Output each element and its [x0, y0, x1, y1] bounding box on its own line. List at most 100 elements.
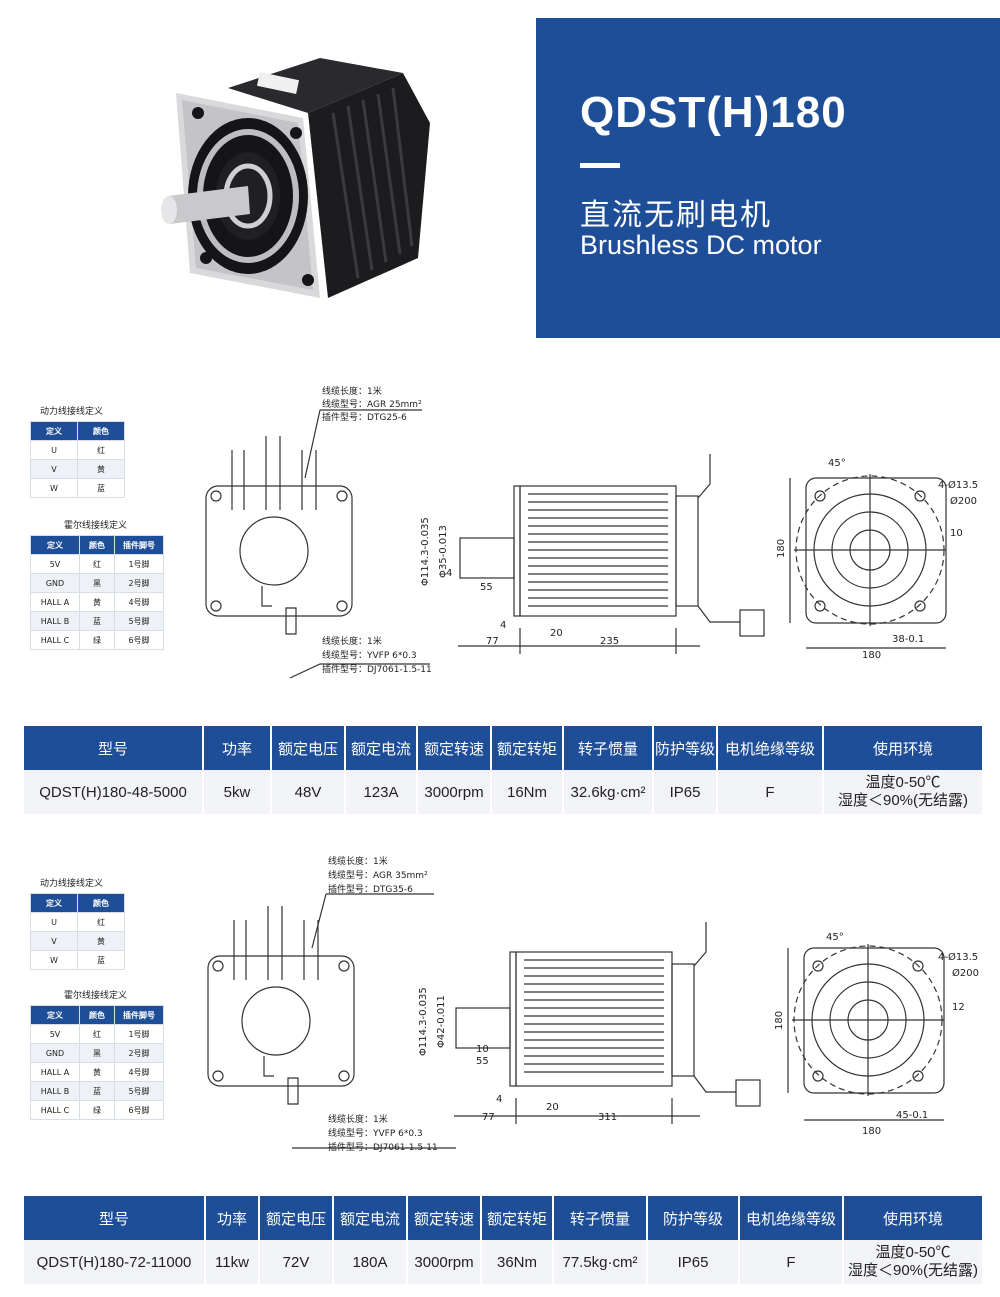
- spec-speed: 3000rpm: [406, 1240, 481, 1284]
- title-chinese: 直流无刷电机: [580, 198, 772, 233]
- hall-wiring-title: 霍尔线接线定义: [64, 991, 128, 1001]
- table-cell: 2号脚: [114, 573, 164, 593]
- cable-bottom-connector: 插件型号：DJ7061-1.5-11: [322, 663, 432, 675]
- dim-width: 180: [862, 650, 881, 661]
- th-environment: 使用环境: [822, 726, 982, 770]
- th-current: 额定电流: [332, 1196, 407, 1240]
- dim-key-height: 38-0.1: [892, 634, 924, 645]
- table-cell: 6号脚: [114, 630, 164, 650]
- spec-inertia: 32.6kg·cm²: [562, 770, 653, 814]
- table-cell: V: [30, 459, 78, 479]
- th-ip: 防护等级: [652, 726, 717, 770]
- th-pin: 插件脚号: [114, 1005, 164, 1025]
- cable-bottom-connector: 插件型号：DJ7061-1.5-11: [328, 1141, 438, 1153]
- dim-77: 77: [486, 636, 499, 647]
- table-cell: W: [30, 950, 78, 970]
- dim-flange: 4: [496, 1094, 502, 1105]
- dim-body-len: 311: [598, 1112, 617, 1123]
- dim-shaft-len: 55: [480, 582, 493, 593]
- env-temperature: 温度0-50℃: [865, 774, 941, 791]
- spec-insulation: F: [738, 1240, 843, 1284]
- cable-top-connector: 插件型号：DTG35-6: [328, 883, 413, 895]
- model-title: QDST(H)180: [580, 88, 847, 137]
- spec-voltage: 72V: [258, 1240, 333, 1284]
- table-cell: 绿: [79, 1100, 115, 1120]
- cable-bottom-type: 线缆型号：YVFP 6*0.3: [328, 1127, 423, 1139]
- dim-20: 20: [546, 1102, 559, 1113]
- table-cell: 6号脚: [114, 1100, 164, 1120]
- dim-key: 10: [476, 1044, 489, 1055]
- dim-angle: 45°: [826, 932, 844, 943]
- spec-inertia: 77.5kg·cm²: [552, 1240, 647, 1284]
- th-color: 颜色: [77, 893, 125, 913]
- table-cell: HALL B: [30, 1081, 80, 1101]
- spec-table-2: 型号 功率 额定电压 额定电流 额定转速 额定转矩 转子惯量 防护等级 电机绝缘…: [24, 1196, 982, 1284]
- dim-pcd: Ø200: [952, 967, 979, 979]
- title-english: Brushless DC motor: [580, 230, 822, 260]
- th-speed: 额定转速: [416, 726, 491, 770]
- th-power: 功率: [202, 726, 271, 770]
- drawing-svg-1: 线缆长度：1米 线缆型号：AGR 25mm² 插件型号：DTG25-6 线缆长度…: [205, 385, 978, 679]
- th-definition: 定义: [30, 535, 80, 555]
- table-cell: 蓝: [77, 478, 125, 498]
- table-cell: 绿: [79, 630, 115, 650]
- th-environment: 使用环境: [842, 1196, 982, 1240]
- env-humidity: 湿度＜90%(无结露): [847, 1262, 978, 1279]
- th-torque: 额定转矩: [480, 1196, 553, 1240]
- spec-power: 11kw: [204, 1240, 259, 1284]
- cable-bottom-length: 线缆长度：1米: [328, 1113, 388, 1125]
- dim-key-width: 12: [952, 1002, 965, 1013]
- spec-table-1: 型号 功率 额定电压 额定电流 额定转速 额定转矩 转子惯量 防护等级 电机绝缘…: [24, 726, 982, 814]
- dim-key-width: 10: [950, 528, 963, 539]
- table-cell: 黄: [77, 931, 125, 951]
- dim-shaft: Φ35-0.013: [438, 525, 449, 578]
- th-current: 额定电流: [344, 726, 417, 770]
- spec-model: QDST(H)180-48-5000: [24, 770, 203, 814]
- spec-insulation: F: [716, 770, 823, 814]
- technical-drawing-1: 线缆长度：1米 线缆型号：AGR 25mm² 插件型号：DTG25-6 线缆长度…: [0, 378, 1000, 698]
- product-photo: [58, 18, 528, 338]
- th-speed: 额定转速: [406, 1196, 481, 1240]
- spec-torque: 16Nm: [490, 770, 563, 814]
- spec-model: QDST(H)180-72-11000: [24, 1240, 205, 1284]
- spec-current: 123A: [344, 770, 417, 814]
- th-model: 型号: [24, 1196, 205, 1240]
- dim-flange: 4: [500, 620, 506, 631]
- dim-shaft-len: 55: [476, 1056, 489, 1067]
- table-cell: V: [30, 931, 78, 951]
- table-cell: 黄: [77, 459, 125, 479]
- cable-top-type: 线缆型号：AGR 35mm²: [328, 869, 428, 881]
- dim-pcd: Ø200: [950, 495, 977, 507]
- cable-top-length: 线缆长度：1米: [322, 385, 382, 397]
- th-power: 功率: [204, 1196, 259, 1240]
- dim-height: 180: [774, 1011, 785, 1030]
- th-definition: 定义: [30, 1005, 80, 1025]
- cable-bottom-type: 线缆型号：YVFP 6*0.3: [322, 649, 417, 661]
- env-temperature: 温度0-50℃: [875, 1244, 951, 1261]
- title-divider: [580, 163, 620, 168]
- dim-holes: 4-Ø13.5: [938, 479, 978, 491]
- th-inertia: 转子惯量: [552, 1196, 647, 1240]
- dim-77: 77: [482, 1112, 495, 1123]
- spec-ip: IP65: [652, 770, 717, 814]
- cable-top-length: 线缆长度：1米: [328, 855, 388, 867]
- table-cell: 2号脚: [114, 1043, 164, 1063]
- power-wiring-title: 动力线接线定义: [40, 879, 104, 889]
- dim-holes: 4-Ø13.5: [938, 951, 978, 963]
- th-pin: 插件脚号: [114, 535, 164, 555]
- drawing-svg-2: 线缆长度：1米 线缆型号：AGR 35mm² 插件型号：DTG35-6 线缆长度…: [207, 855, 979, 1153]
- hall-wiring-title: 霍尔线接线定义: [64, 521, 128, 531]
- spec-torque: 36Nm: [480, 1240, 553, 1284]
- th-inertia: 转子惯量: [562, 726, 653, 770]
- th-model: 型号: [24, 726, 203, 770]
- table-cell: 蓝: [77, 950, 125, 970]
- dim-key-height: 45-0.1: [896, 1110, 928, 1121]
- power-wiring-title: 动力线接线定义: [40, 407, 104, 417]
- th-insulation: 电机绝缘等级: [716, 726, 823, 770]
